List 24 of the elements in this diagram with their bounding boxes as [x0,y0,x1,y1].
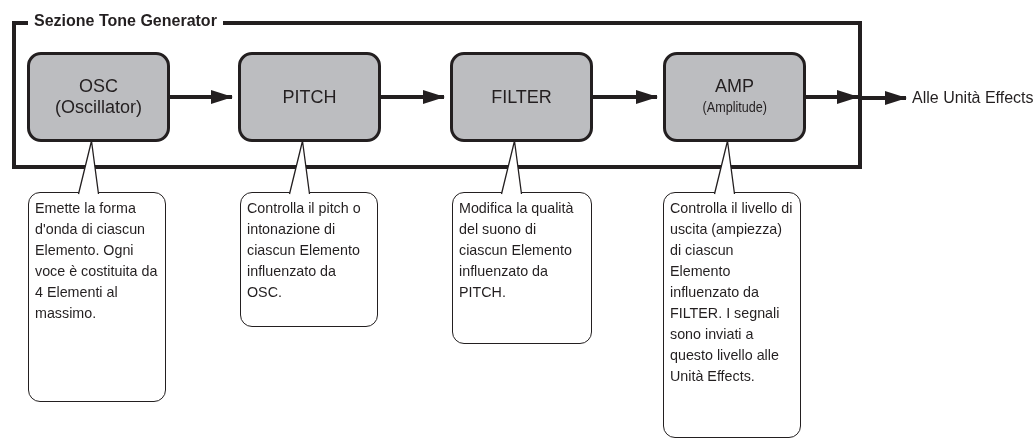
callout-bubble: Controlla il pitch o intonazione di ciascun Elemento influenzato da OSC. [240,192,378,327]
arrow [593,90,658,104]
process-box [663,52,806,142]
block-name: OSC [79,76,118,97]
callout-bubble: Modifica la qualità del suono di ciascun Elemento influenzato da PITCH. [452,192,592,344]
output-label: Alle Unità Effects [912,86,1035,110]
process-box [27,52,170,142]
block-name: FILTER [491,86,552,108]
callout-bubble: Controlla il livello di uscita (ampiezza) di ciascun Elemento influenzato da FILTER. I segnali sono inviati a questo livello alle Unità Effects. [663,192,801,438]
callout-bubble: Emette la forma d'onda di ciascun Elemento. Ogni voce è costituita da 4 Elementi al massimo. [28,192,166,402]
process-box [450,52,593,142]
block-subtitle: (Oscillator) [55,97,142,118]
arrow [806,90,859,104]
block-name: AMP [715,76,754,97]
block-name: PITCH [282,86,337,108]
callout-tail [77,140,100,195]
callout-tail [288,140,311,195]
arrow [381,90,445,104]
arrow [862,91,907,105]
arrow [170,90,233,104]
block-subtitle: (Amplitude) [702,98,767,117]
process-box [238,52,381,142]
callout-tail [713,140,736,195]
callout-tail [500,140,523,195]
